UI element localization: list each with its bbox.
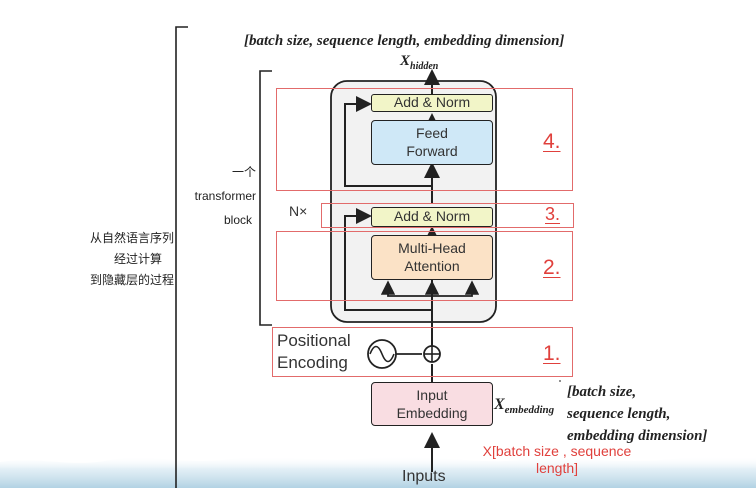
transformer-block-label: 一个 transformer block — [176, 160, 262, 232]
positional-line2: Encoding — [277, 353, 348, 372]
feed-forward-block: Feed Forward — [371, 120, 493, 165]
red-box-1 — [272, 327, 573, 377]
multi-head-line1: Multi-Head — [398, 240, 466, 256]
input-embedding-block: Input Embedding — [371, 382, 493, 426]
water-texture-svg — [0, 456, 756, 488]
nx-label: N× — [289, 203, 308, 219]
positional-encoding-label: Positional Encoding — [277, 330, 351, 374]
left-process-label: 从自然语言序列 经过计算 到隐藏层的过程 — [70, 228, 174, 291]
add-norm-mid-block: Add & Norm — [371, 207, 493, 227]
red-note-line1: X[batch size , sequence — [482, 443, 632, 459]
step-number-4: 4. — [543, 130, 561, 153]
right-dimension-label: [batch size, sequence length, embedding … — [567, 381, 707, 447]
red-box-3 — [321, 203, 574, 228]
step-number-1: 1. — [543, 342, 561, 365]
block-label-line3: block — [223, 213, 252, 227]
add-norm-top-block: Add & Norm — [371, 94, 493, 112]
water-texture-background — [0, 440, 756, 488]
left-label-line1: 从自然语言序列 — [89, 231, 174, 245]
block-label-line2: transformer — [194, 189, 256, 203]
inputs-label: Inputs — [402, 468, 446, 485]
step-number-3: 3. — [545, 204, 561, 224]
x-embedding-label: Xembedding — [494, 396, 555, 417]
red-box-4 — [276, 88, 573, 191]
feed-forward-line1: Feed — [416, 125, 448, 141]
input-embedding-line2: Embedding — [396, 405, 468, 421]
red-note: X[batch size , sequence length] — [462, 443, 652, 477]
x-hidden-label: Xhidden — [400, 53, 439, 72]
multi-head-attention-block: Multi-Head Attention — [371, 235, 493, 280]
right-dims-line3: embedding dimension] — [567, 428, 708, 444]
input-embedding-line1: Input — [416, 387, 448, 403]
multi-head-line2: Attention — [404, 258, 460, 274]
left-label-line2: 经过计算 — [113, 252, 162, 266]
right-dims-line1: [batch size, — [567, 384, 637, 400]
feed-forward-line2: Forward — [406, 143, 458, 159]
left-outer-bracket — [175, 26, 188, 488]
red-box-2 — [276, 231, 573, 301]
red-note-line2: length] — [535, 460, 579, 476]
top-dimension-label: [batch size, sequence length, embedding … — [244, 33, 565, 49]
block-label-line1: 一个 — [231, 165, 256, 179]
block-bracket — [259, 70, 272, 326]
step-number-2: 2. — [543, 256, 561, 279]
right-dims-line2: sequence length, — [567, 406, 671, 422]
positional-line1: Positional — [277, 331, 351, 350]
left-label-line3: 到隐藏层的过程 — [89, 273, 174, 287]
